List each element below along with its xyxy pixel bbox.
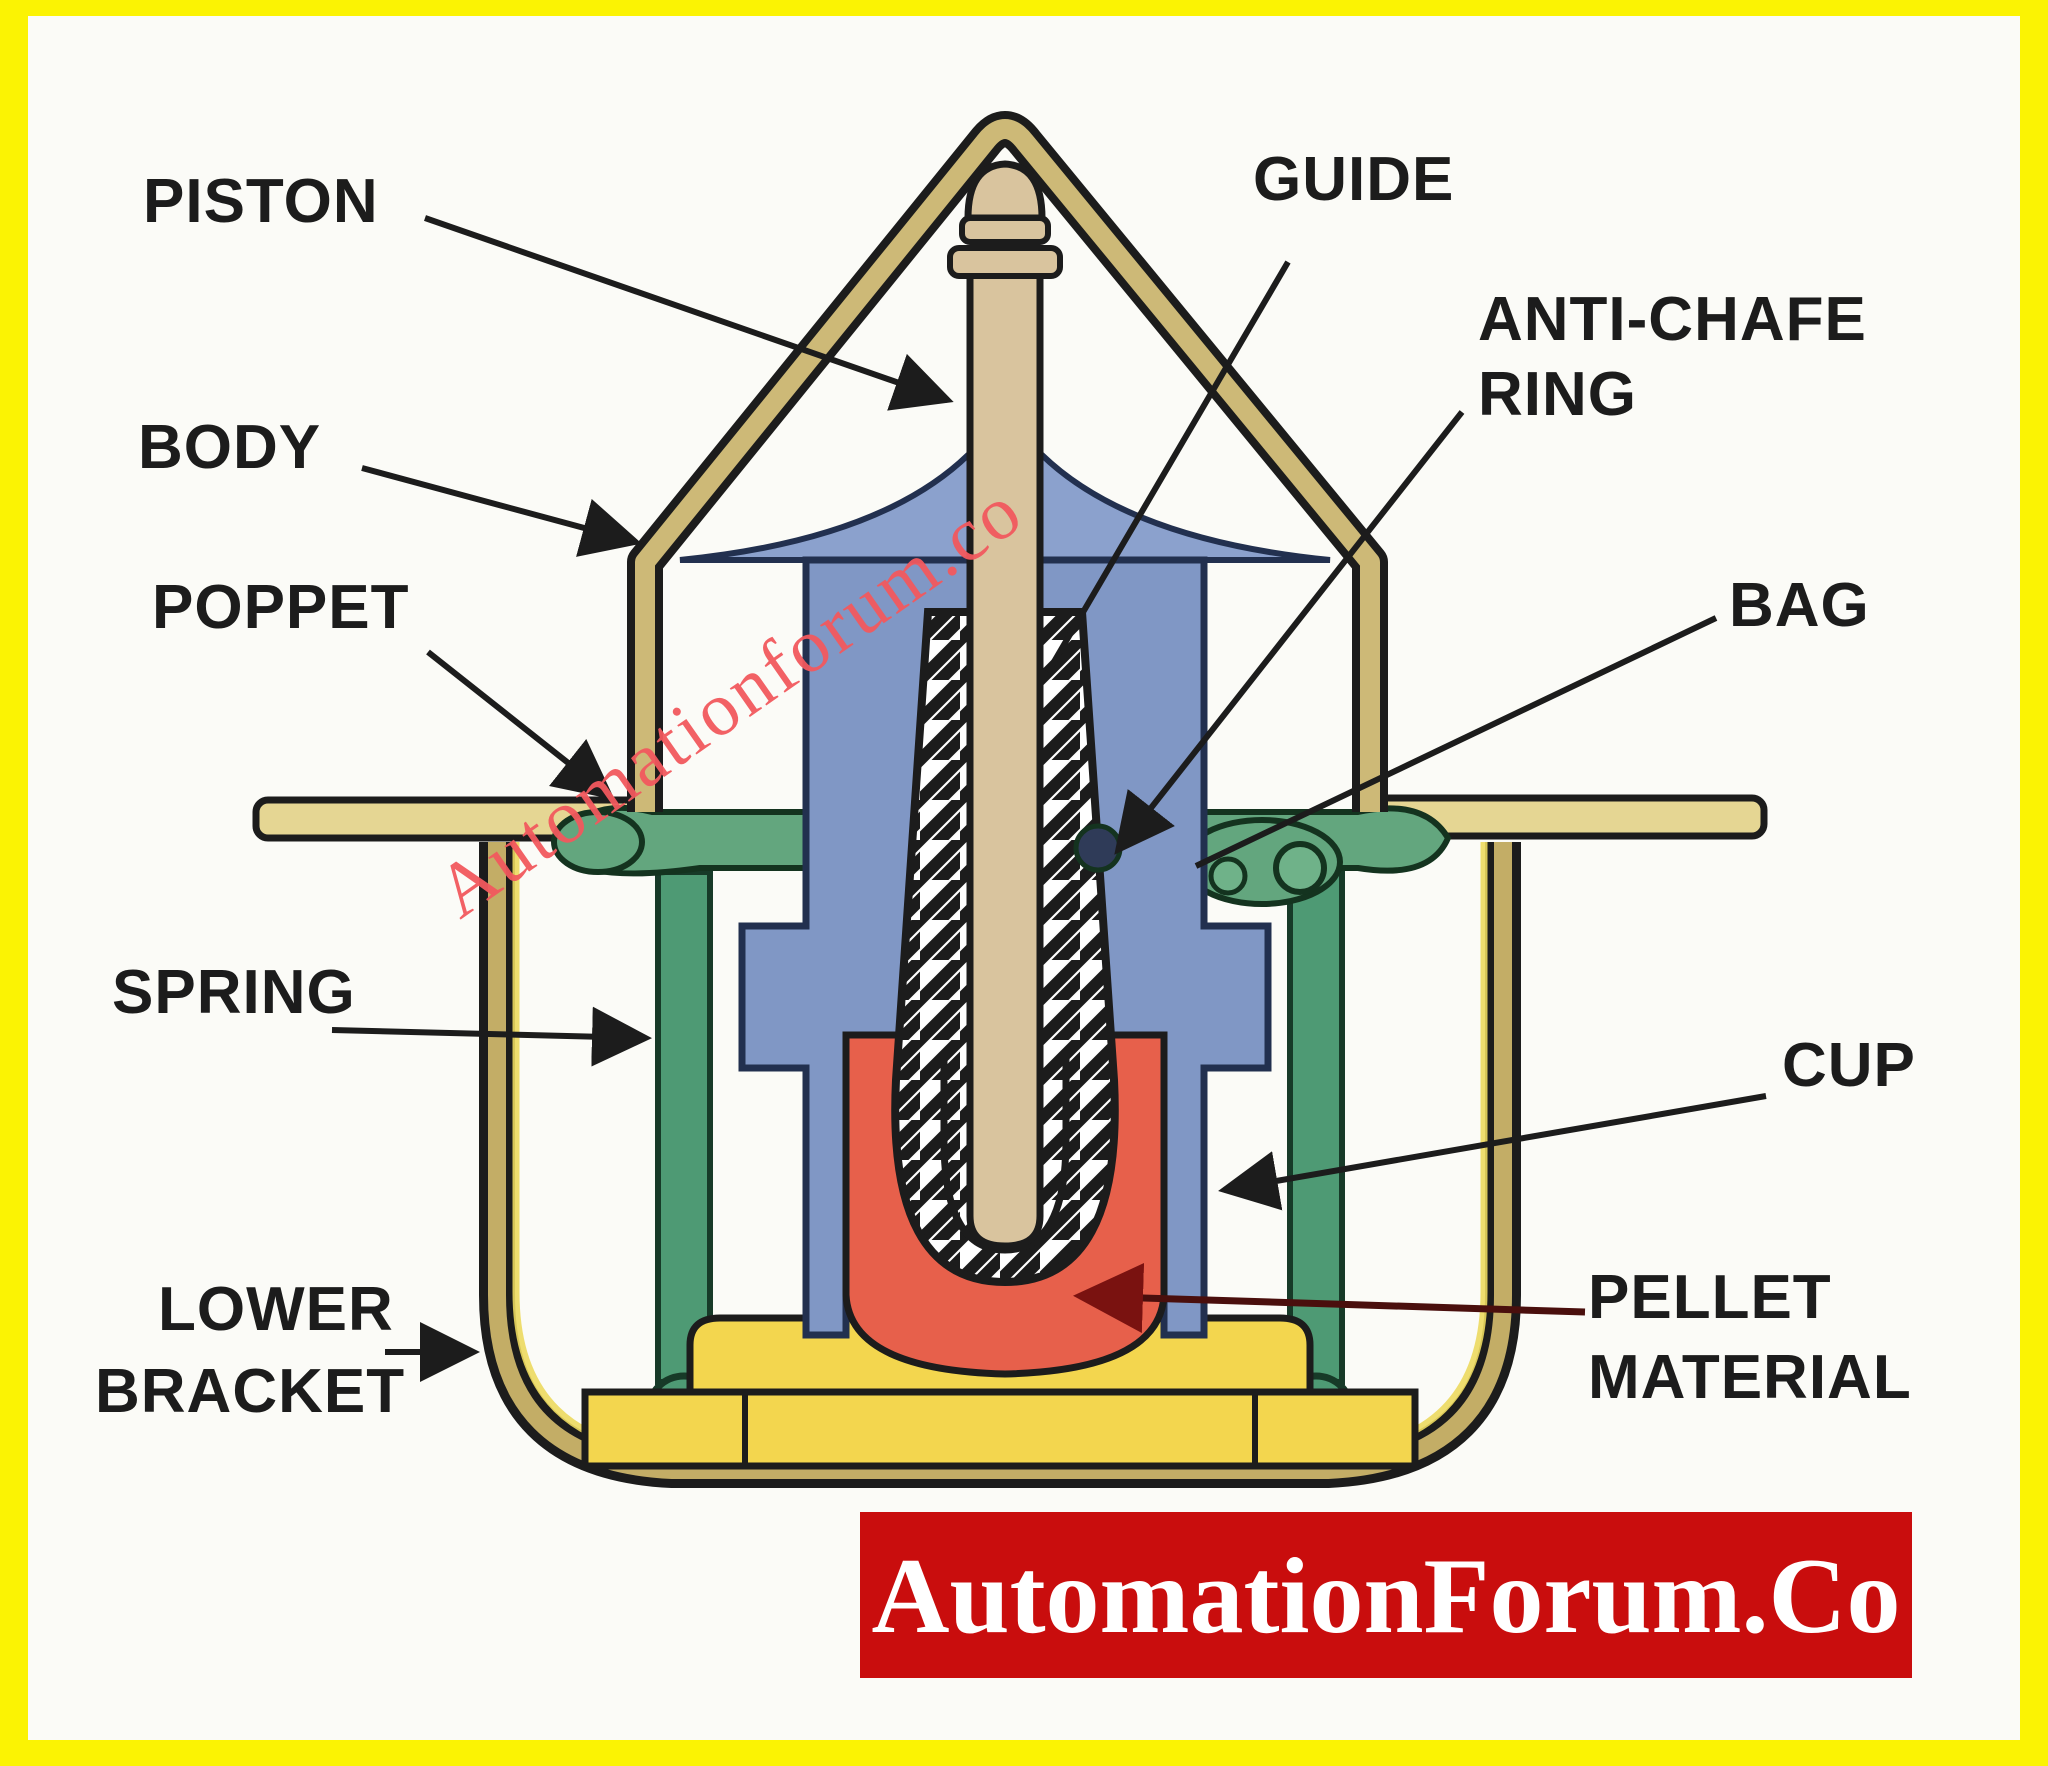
label-bag: BAG [1729,571,1870,640]
footer-brand-text: AutomationForum.Co [872,1537,1901,1656]
footer-banner: AutomationForum.Co [860,1512,1912,1678]
label-anti-chafe-line1: ANTI-CHAFE [1478,285,1867,354]
body-shape [627,111,1388,812]
label-lower-bracket-line1: LOWER [158,1275,394,1344]
label-body: BODY [138,413,321,482]
guide-leader [1045,260,1291,674]
bag-leader [1194,615,1718,869]
label-guide: GUIDE [1253,145,1454,214]
label-pellet-line1: PELLET [1588,1263,1832,1332]
label-cup: CUP [1782,1031,1916,1100]
bag-shape [1181,817,1343,907]
anti-chafe-leader [1114,410,1465,855]
anti-chafe-ring-shape [1073,823,1123,873]
label-poppet: POPPET [152,573,410,642]
label-anti-chafe-line2: RING [1478,360,1637,429]
body-leader [361,465,642,557]
piston-leader [424,215,954,411]
label-pellet-line2: MATERIAL [1588,1343,1912,1412]
label-lower-bracket-line2: BRACKET [95,1357,405,1426]
poppet-leader [426,649,615,800]
label-spring: SPRING [112,958,356,1027]
cup-leader [1218,1093,1767,1211]
label-piston: PISTON [143,167,379,236]
pellet-leader [1073,1263,1586,1333]
piston-shape [947,160,1063,1250]
spring-leader [331,1006,652,1067]
